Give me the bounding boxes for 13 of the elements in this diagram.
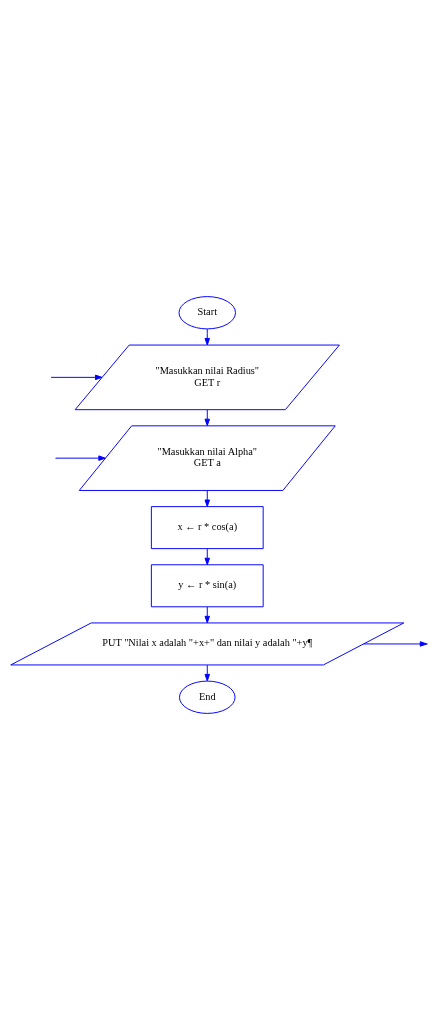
arrow — [204, 548, 210, 566]
node-box: y ← r * sin(a) — [150, 564, 264, 608]
arrow — [204, 328, 210, 346]
arrow — [204, 409, 210, 427]
arrow — [51, 374, 103, 381]
node-ellipse: Start — [178, 296, 236, 330]
arrow — [204, 490, 210, 507]
node-box: x ← r * cos(a) — [150, 506, 264, 550]
arrow — [204, 606, 210, 624]
arrow — [204, 664, 210, 682]
arrow — [363, 641, 428, 647]
arrow — [55, 455, 106, 461]
node-ellipse: End — [179, 680, 236, 714]
